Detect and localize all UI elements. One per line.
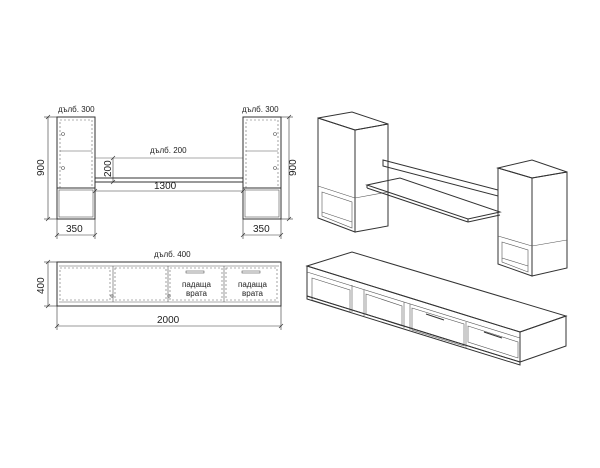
left-height-label: 900 [36, 159, 47, 176]
right-depth-label: дълб. 300 [242, 105, 279, 114]
drop-door-label-2b: врата [242, 289, 264, 298]
left-height-dimension: 900 [36, 114, 57, 222]
tv-stand-width-dimension: 2000 [54, 306, 284, 330]
right-height-dimension: 900 [281, 114, 299, 222]
left-width-label: 350 [66, 224, 83, 235]
tv-stand-height-label: 400 [36, 277, 47, 294]
shelf-width-dimension: 1300 [92, 181, 246, 194]
drop-door-label-1a: падаща [182, 280, 211, 289]
shelf-width-label: 1300 [154, 181, 177, 192]
shelf-height-dimension: 200 [103, 155, 116, 185]
tv-stand-width-label: 2000 [157, 315, 180, 326]
wall-shelf [94, 157, 244, 183]
left-wall-cabinet [56, 116, 96, 220]
right-width-dimension: 350 [240, 219, 284, 239]
drop-door-label-2a: падаща [238, 280, 267, 289]
shelf-height-label: 200 [103, 160, 114, 177]
right-width-label: 350 [253, 224, 270, 235]
front-view-tv-stand: падаща врата падаща врата дълб. 400 400 … [36, 250, 284, 330]
left-width-dimension: 350 [54, 219, 98, 239]
iso-left-cabinet [317, 111, 389, 233]
iso-shelf [365, 159, 502, 223]
front-view-wall-units: дълб. 300 дълб. 300 дълб. 200 900 900 20 [36, 105, 299, 239]
iso-right-cabinet [496, 159, 568, 277]
tv-stand-height-dimension: 400 [36, 259, 57, 309]
tv-stand-depth-label: дълб. 400 [154, 250, 191, 259]
right-wall-cabinet [242, 116, 282, 220]
drop-door-label-1b: врата [186, 289, 208, 298]
left-depth-label: дълб. 300 [58, 105, 95, 114]
iso-tv-stand [305, 251, 568, 366]
iso-wall-units [317, 111, 568, 277]
shelf-depth-label: дълб. 200 [150, 146, 187, 155]
right-height-label: 900 [288, 159, 299, 176]
